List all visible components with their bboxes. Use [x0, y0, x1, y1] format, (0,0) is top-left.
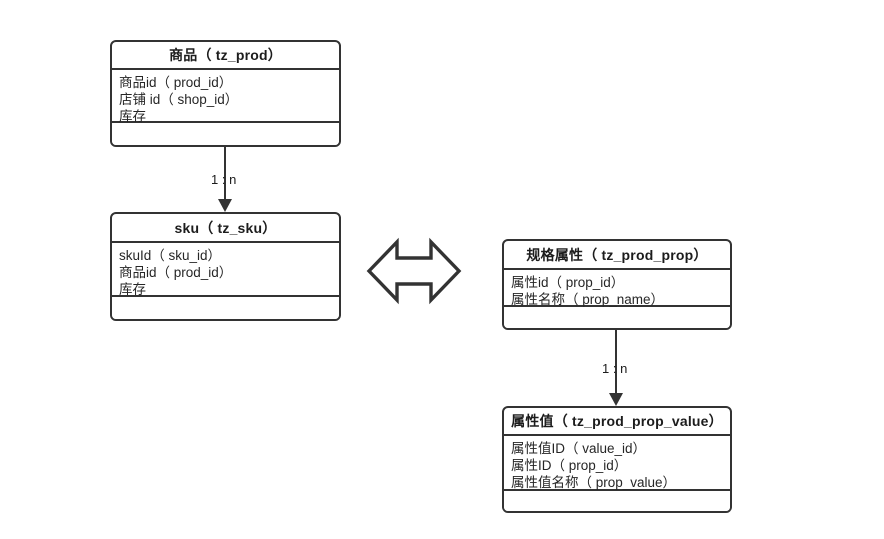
- attribute-row: 属性id（ prop_id）: [511, 275, 625, 290]
- attribute-row: 属性ID（ prop_id）: [511, 458, 628, 473]
- entity-footer-tz-prod: [112, 123, 339, 145]
- attribute-row: 商品id（ prod_id）: [119, 75, 233, 90]
- attribute-row: 库存: [119, 282, 146, 297]
- entity-tz-prod[interactable]: 商品（ tz_prod） 商品id（ prod_id） 店铺 id（ shop_…: [110, 40, 341, 147]
- connector-prop-to-prop-value: [609, 330, 623, 406]
- entity-tz-sku[interactable]: sku（ tz_sku） skuId（ sku_id） 商品id（ prod_i…: [110, 212, 341, 321]
- entity-attributes-tz-prod-prop-value: 属性值ID（ value_id） 属性ID（ prop_id） 属性值名称（ p…: [504, 436, 730, 491]
- entity-tz-prod-prop-value[interactable]: 属性值（ tz_prod_prop_value） 属性值ID（ value_id…: [502, 406, 732, 513]
- arrowhead-icon: [218, 199, 232, 212]
- entity-footer-tz-sku: [112, 297, 339, 319]
- double-headed-arrow-icon: [366, 236, 462, 306]
- entity-footer-tz-prod-prop-value: [504, 491, 730, 511]
- attribute-row: 商品id（ prod_id）: [119, 265, 233, 280]
- arrowhead-icon: [609, 393, 623, 406]
- attribute-row: 属性名称（ prop_name）: [511, 292, 665, 307]
- entity-attributes-tz-sku: skuId（ sku_id） 商品id（ prod_id） 库存: [112, 243, 339, 297]
- entity-tz-prod-prop[interactable]: 规格属性（ tz_prod_prop） 属性id（ prop_id） 属性名称（…: [502, 239, 732, 330]
- connector-line: [224, 147, 226, 200]
- entity-attributes-tz-prod: 商品id（ prod_id） 店铺 id（ shop_id） 库存: [112, 70, 339, 124]
- attribute-row: 属性值ID（ value_id）: [511, 441, 647, 456]
- connector-line: [615, 330, 617, 394]
- entity-title-tz-prod: 商品（ tz_prod）: [112, 42, 339, 70]
- entity-title-tz-prod-prop-value: 属性值（ tz_prod_prop_value）: [504, 408, 730, 436]
- entity-title-tz-sku: sku（ tz_sku）: [112, 214, 339, 243]
- entity-attributes-tz-prod-prop: 属性id（ prop_id） 属性名称（ prop_name）: [504, 270, 730, 307]
- connector-prod-to-sku: [218, 147, 232, 212]
- entity-title-tz-prod-prop: 规格属性（ tz_prod_prop）: [504, 241, 730, 270]
- cardinality-label-prod-sku: 1 : n: [211, 172, 237, 187]
- cardinality-label-prop-value: 1 : n: [602, 361, 628, 376]
- attribute-row: skuId（ sku_id）: [119, 248, 222, 263]
- attribute-row: 店铺 id（ shop_id）: [119, 92, 239, 107]
- entity-footer-tz-prod-prop: [504, 307, 730, 328]
- attribute-row: 库存: [119, 109, 146, 124]
- attribute-row: 属性值名称（ prop_value）: [511, 475, 677, 490]
